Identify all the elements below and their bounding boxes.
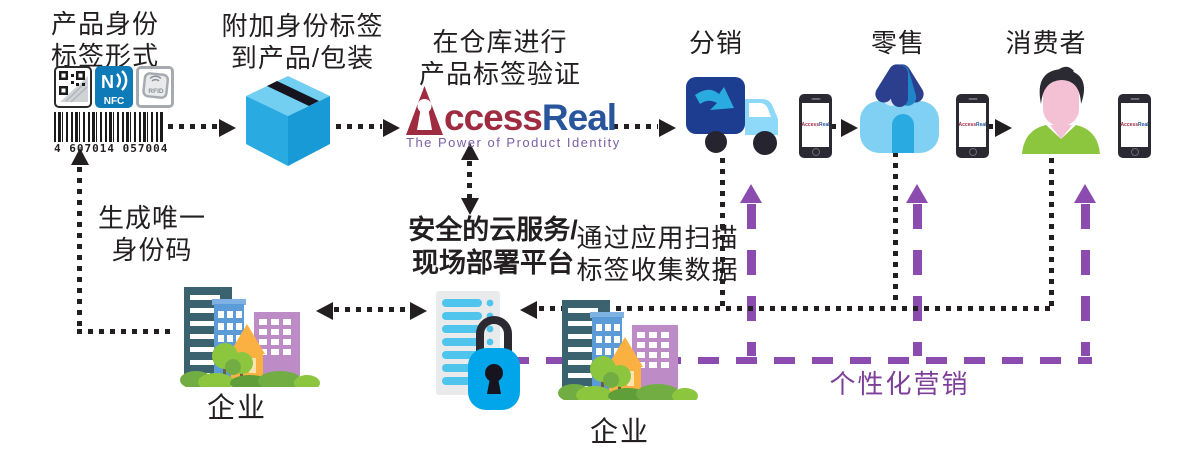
marketing-arrowhead-retail [906, 184, 928, 203]
title-consumer: 消费者 [1005, 28, 1087, 58]
verify-platform-dots [467, 161, 472, 198]
collect-data-line2: 标签收集数据 [576, 255, 739, 285]
phone-home-button [1130, 148, 1139, 156]
qr-label-icon [54, 66, 92, 108]
marketing-line-horizontal [508, 357, 1092, 364]
verify-platform-arrowhead-up [461, 143, 479, 160]
flow-dots-3 [613, 124, 658, 129]
cloud-platform-line2: 现场部署平台 [412, 248, 574, 278]
phone-brand-real: Real [818, 122, 829, 128]
flow-dots-5 [988, 124, 996, 129]
personalized-marketing-label: 个性化营销 [829, 369, 970, 399]
secure-platform-icon [436, 291, 520, 410]
svg-text:N: N [101, 72, 114, 92]
marketing-line-to-retail [913, 204, 922, 356]
logo-access-text: ccess [444, 97, 543, 138]
rfid-glyph: RFID [142, 72, 170, 99]
title-attach: 附加身份标签 到产品/包装 [205, 10, 400, 74]
flow-arrowhead-4 [841, 119, 858, 137]
marketing-line-to-consumer [1081, 204, 1090, 356]
title-attach-line1: 附加身份标签 [221, 11, 384, 41]
collect-line-from-consumer [1049, 158, 1054, 306]
phone-consumer: AccessReal [1118, 94, 1151, 158]
generate-id-line2: 身份码 [111, 235, 193, 265]
phone-home-button [811, 148, 820, 156]
title-verify-line1: 在仓库进行 [432, 27, 568, 57]
phone-brand-real: Real [975, 122, 986, 128]
logo-real-text: Real [541, 97, 617, 138]
delivery-truck-icon [686, 77, 778, 155]
cloud-platform-note: 安全的云服务/ 现场部署平台 [363, 214, 623, 280]
marketing-line-to-distribution [747, 204, 756, 356]
collect-data-line1: 通过应用扫描 [576, 223, 739, 253]
qr-pattern [59, 71, 88, 103]
title-verify-line2: 产品标签验证 [418, 59, 581, 89]
flow-arrowhead-5 [995, 119, 1012, 137]
flow-dots-1 [168, 124, 218, 129]
generate-id-line-horizontal [77, 329, 174, 334]
phone-home-button [968, 148, 977, 156]
lock-icon [468, 316, 520, 410]
generate-id-note: 生成唯一 身份码 [77, 202, 227, 266]
collect-data-note: 通过应用扫描 标签收集数据 [550, 222, 765, 286]
enterprise-buildings-right-icon [558, 300, 698, 400]
flow-arrowhead-3 [659, 119, 676, 137]
logo-tagline: The Power of Product Identity [406, 135, 621, 150]
title-verify: 在仓库进行 产品标签验证 [400, 26, 600, 90]
marketing-arrowhead-distribution [740, 184, 762, 203]
rfid-text: RFID [148, 88, 163, 95]
carton-box-icon [246, 76, 330, 166]
flow-dots-2 [336, 124, 382, 129]
barcode: 4 607014 057004 [54, 112, 168, 155]
flow-arrowhead-1 [219, 119, 236, 137]
nfc-glyph: N NFC [101, 70, 128, 107]
barcode-bars [54, 112, 164, 142]
phone-brand-access: Access [802, 122, 819, 128]
enterprise-left-label: 企业 [206, 392, 267, 423]
enterprise-platform-arrowhead-left [316, 302, 333, 320]
collect-arrowhead-to-platform [520, 301, 537, 319]
enterprise-right-label: 企业 [589, 416, 650, 447]
phone-brand-access: Access [1121, 122, 1138, 128]
title-label-forms: 产品身份 标签形式 [30, 8, 180, 72]
phone-screen: AccessReal [959, 103, 986, 147]
collect-line-from-distribution [720, 158, 725, 306]
title-distribution: 分销 [688, 28, 743, 58]
marketing-arrowhead-consumer [1074, 184, 1096, 203]
rfid-icon: RFID [136, 66, 174, 108]
verify-platform-arrowhead-down [461, 198, 479, 215]
retail-store-icon [860, 64, 939, 153]
phone-brand-real: Real [1137, 122, 1148, 128]
nfc-icon: N NFC [95, 66, 133, 108]
barcode-number: 4 607014 057004 [54, 142, 169, 155]
cloud-platform-line1: 安全的云服务/ [408, 215, 578, 245]
generate-id-line-vertical [77, 167, 82, 332]
phone-brand-access: Access [959, 122, 976, 128]
phone-screen: AccessReal [802, 103, 829, 147]
flow-arrowhead-2 [383, 119, 400, 137]
phone-speaker [968, 98, 977, 100]
collect-line-horizontal [539, 306, 1054, 311]
flow-dots-4 [831, 124, 841, 129]
enterprise-buildings-left-icon [180, 287, 320, 387]
enterprise-platform-dots [334, 307, 410, 312]
consumer-person-icon [1022, 66, 1100, 154]
collect-line-from-retail [893, 152, 898, 306]
generate-id-line1: 生成唯一 [97, 203, 206, 233]
title-attach-line2: 到产品/包装 [230, 43, 375, 73]
title-label-forms-line1: 产品身份 [50, 9, 159, 39]
phone-speaker [811, 98, 820, 100]
accessreal-a-mark [406, 86, 443, 135]
phone-screen: AccessReal [1121, 103, 1148, 147]
identity-tag-icons: N NFC RFID [54, 66, 174, 108]
phone-speaker [1130, 98, 1139, 100]
enterprise-platform-arrowhead-right [410, 302, 427, 320]
phone-distribution: AccessReal [799, 94, 832, 158]
generate-id-arrowhead-up [71, 148, 89, 165]
title-retail: 零售 [870, 28, 925, 58]
nfc-text: NFC [104, 96, 125, 107]
phone-retail: AccessReal [956, 94, 989, 158]
